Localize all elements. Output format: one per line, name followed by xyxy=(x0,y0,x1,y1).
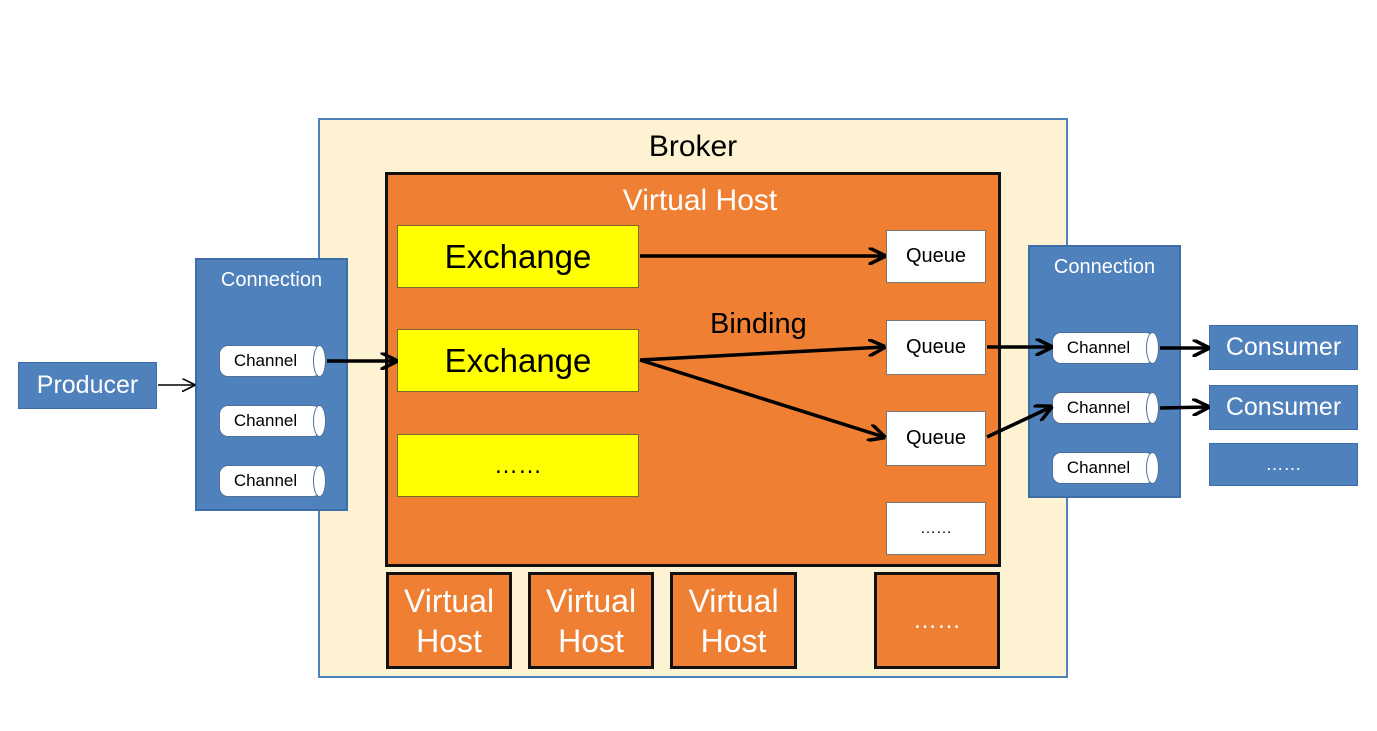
virtual-host-small-3-line1: Virtual xyxy=(688,582,779,619)
virtual-host-title: Virtual Host xyxy=(622,184,778,217)
queue-3: Queue xyxy=(886,411,986,466)
left-channel-3: Channel xyxy=(219,465,326,497)
consumer-box-1: Consumer xyxy=(1209,325,1358,370)
left-channel-1-label: Channel xyxy=(233,351,298,370)
channel-cap-icon xyxy=(1146,452,1159,484)
virtual-host-small-2-line1: Virtual xyxy=(545,582,637,619)
queue-more: …… xyxy=(886,502,986,555)
right-channel-1-label: Channel xyxy=(1066,338,1131,357)
exchange-2: Exchange xyxy=(397,329,639,392)
left-channel-2-label: Channel xyxy=(233,411,298,430)
consumer-box-more: …… xyxy=(1209,443,1358,486)
queue-1: Queue xyxy=(886,230,986,283)
exchange-1: Exchange xyxy=(397,225,639,288)
left-channel-3-label: Channel xyxy=(233,471,298,490)
left-channel-1: Channel xyxy=(219,345,326,377)
virtual-host-small-3-line2: Host xyxy=(700,622,767,659)
channel-cap-icon xyxy=(313,345,326,377)
virtual-host-small-1-line2: Host xyxy=(416,622,482,659)
virtual-host-small-2: Virtual Host xyxy=(528,572,654,669)
producer-box: Producer xyxy=(18,362,157,409)
virtual-host-small-1-line1: Virtual xyxy=(403,582,495,619)
virtual-host-small-2-line2: Host xyxy=(558,622,624,659)
channel-cap-icon xyxy=(1146,392,1159,424)
broker-title: Broker xyxy=(648,130,738,163)
virtual-host-small-3: Virtual Host xyxy=(670,572,797,669)
queue-2: Queue xyxy=(886,320,986,375)
channel-cap-icon xyxy=(313,465,326,497)
right-channel-3: Channel xyxy=(1052,452,1159,484)
right-channel-2-label: Channel xyxy=(1066,398,1131,417)
consumer-box-2: Consumer xyxy=(1209,385,1358,430)
right-connection-title: Connection xyxy=(1053,255,1156,278)
channel-cap-icon xyxy=(313,405,326,437)
channel-cap-icon xyxy=(1146,332,1159,364)
right-channel-1: Channel xyxy=(1052,332,1159,364)
binding-label: Binding xyxy=(710,308,807,340)
arrow-channel2-to-consumer2 xyxy=(1159,407,1208,408)
virtual-host-small-more: …… xyxy=(874,572,1000,669)
left-channel-2: Channel xyxy=(219,405,326,437)
arrow-exchange2-to-queue2 xyxy=(639,347,884,362)
right-channel-3-label: Channel xyxy=(1066,458,1131,477)
arrow-queue3-to-channel2 xyxy=(986,407,1051,439)
virtual-host-small-1: Virtual Host xyxy=(386,572,512,669)
virtual-host-small-more-line1: …… xyxy=(913,606,961,634)
left-connection-title: Connection xyxy=(220,268,323,291)
exchange-more: …… xyxy=(397,434,639,497)
arrow-exchange2-to-queue3 xyxy=(639,358,884,437)
